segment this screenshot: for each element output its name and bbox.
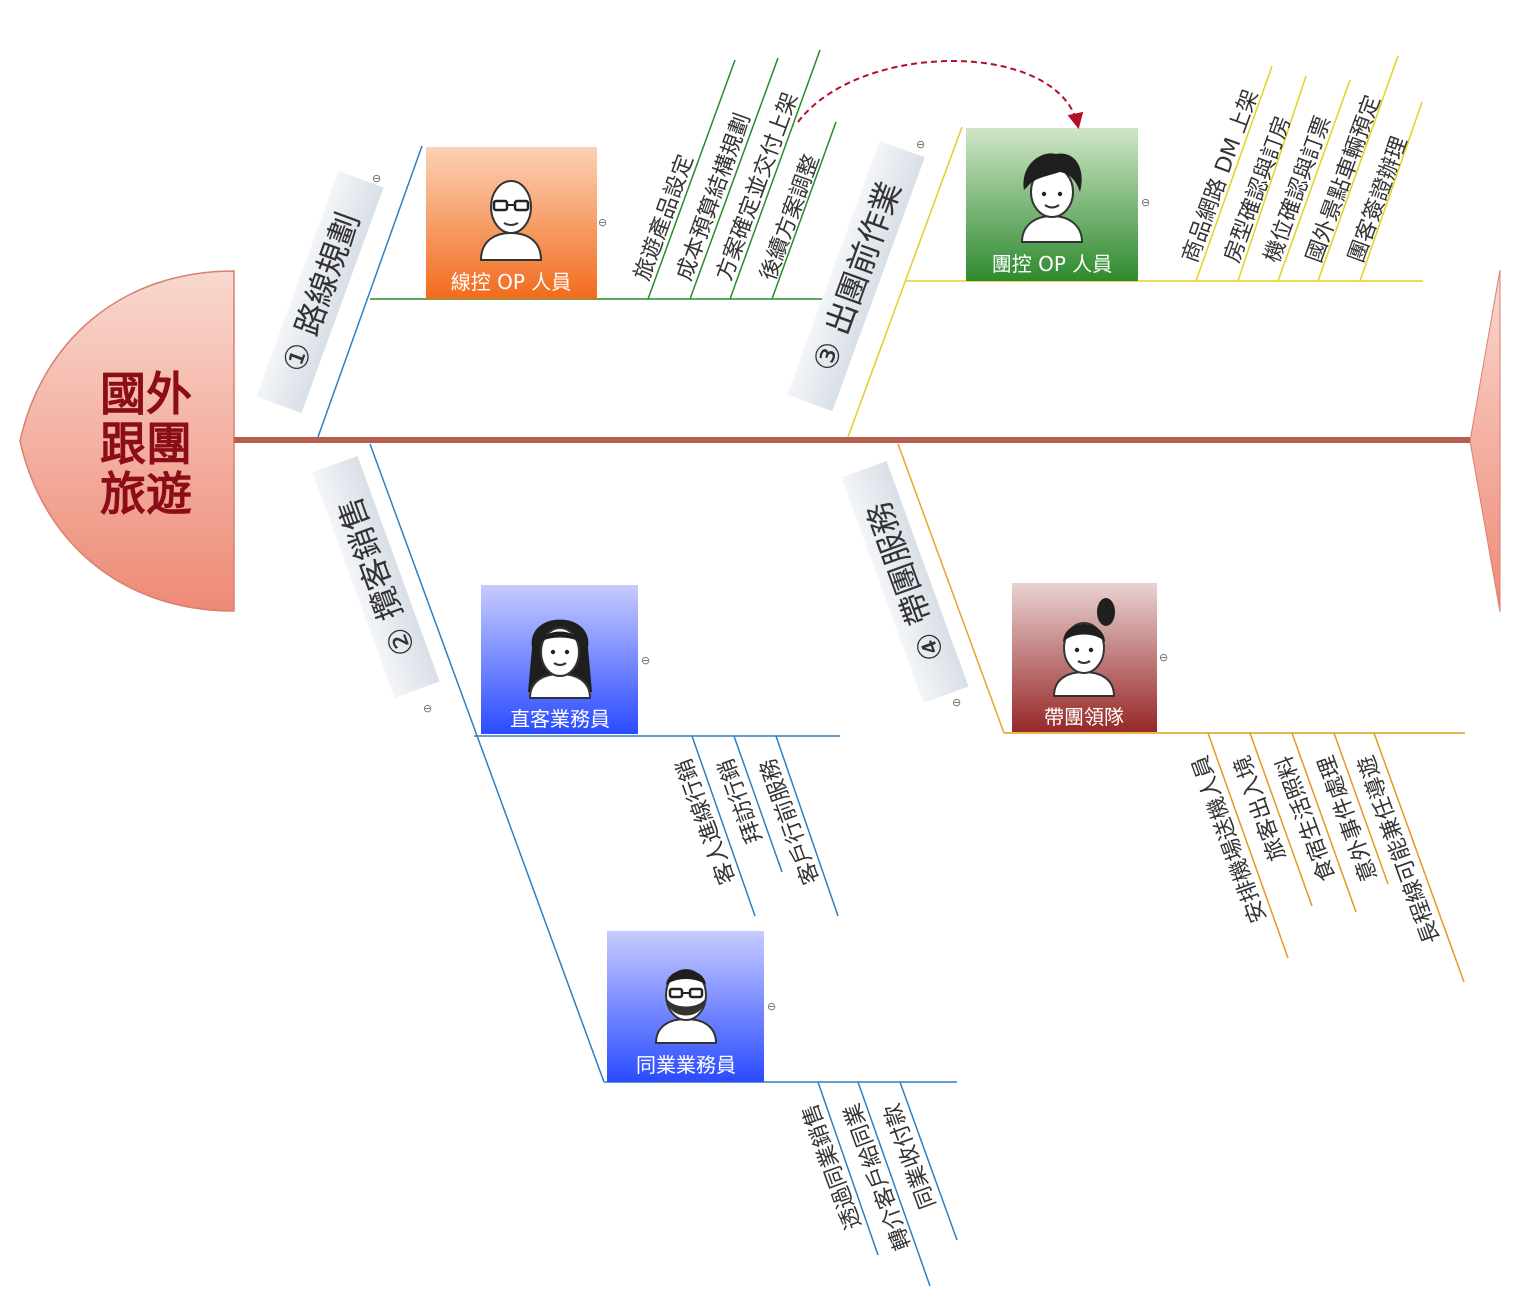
collapse-toggle-icon[interactable]: ⊖: [423, 702, 432, 715]
head-title-line-1: 國外: [100, 367, 192, 421]
role-route-op[interactable]: 線控 OP 人員: [426, 147, 597, 299]
handoff-arrow: [797, 60, 1084, 130]
collapse-toggle-icon[interactable]: ⊖: [598, 216, 607, 229]
bone-2-line: [369, 443, 605, 1083]
role-label: 團控 OP 人員: [992, 252, 1113, 276]
collapse-toggle-icon[interactable]: ⊖: [641, 654, 650, 667]
fish-tail: [1469, 269, 1501, 613]
curly-hair-avatar-icon: [1020, 153, 1084, 243]
collapse-toggle-icon[interactable]: ⊖: [1141, 196, 1150, 209]
head-title-line-3: 旅遊: [100, 467, 192, 521]
category-customer-sales[interactable]: ② 攬客銷售: [312, 456, 440, 698]
bearded-glasses-avatar-icon: [654, 969, 718, 1044]
role-direct-sales[interactable]: 直客業務員: [481, 585, 638, 734]
head-title: 國外 跟團 旅遊: [100, 367, 192, 521]
bald-glasses-avatar-icon: [479, 180, 543, 261]
collapse-toggle-icon[interactable]: ⊖: [1159, 651, 1168, 664]
role-tour-op[interactable]: 團控 OP 人員: [966, 128, 1138, 281]
bone-4-line: [897, 443, 1005, 734]
agency-sales-task-lines: [817, 1081, 958, 1287]
role-label: 帶團領隊: [1044, 705, 1124, 729]
collapse-toggle-icon[interactable]: ⊖: [767, 1000, 776, 1013]
role-label: 直客業務員: [510, 707, 610, 731]
long-hair-avatar-icon: [528, 619, 592, 699]
role-label: 線控 OP 人員: [451, 270, 572, 294]
route-op-task-lines: [647, 49, 837, 300]
task-label: 客戶行前服務: [756, 755, 825, 888]
ponytail-avatar-icon: [1052, 598, 1116, 697]
bone-1-line: [317, 145, 423, 438]
direct-sales-task-lines: [691, 735, 839, 917]
role-agency-sales[interactable]: 同業業務員: [607, 931, 764, 1082]
bone-3-line: [847, 126, 963, 438]
role-label: 同業業務員: [636, 1053, 736, 1077]
role-tour-leader[interactable]: 帶團領隊: [1012, 583, 1157, 732]
collapse-toggle-icon[interactable]: ⊖: [952, 696, 961, 709]
collapse-markers: ⊖ ⊖ ⊖ ⊖ ⊖ ⊖ ⊖ ⊖ ⊖: [372, 138, 1168, 1013]
head-title-line-2: 跟團: [100, 417, 192, 471]
collapse-toggle-icon[interactable]: ⊖: [372, 172, 381, 185]
collapse-toggle-icon[interactable]: ⊖: [916, 138, 925, 151]
category-route-planning[interactable]: ① 路線規劃: [256, 171, 384, 413]
fish-head: [19, 270, 235, 612]
tour-leader-task-lines: [1207, 732, 1465, 983]
tour-op-task-lines: [1195, 55, 1423, 282]
category-tour-service[interactable]: ④ 帶團服務: [841, 461, 969, 703]
